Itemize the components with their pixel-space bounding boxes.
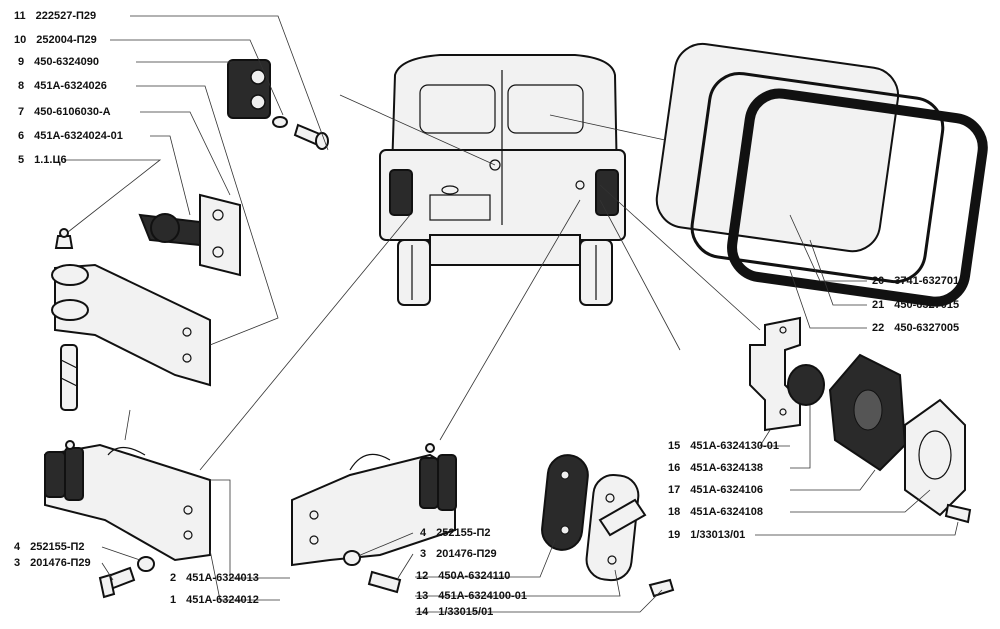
leader-lines	[64, 15, 959, 613]
hinge-lower-left	[44, 440, 211, 599]
vehicle-rear-view	[379, 54, 626, 306]
bump-stop-part	[227, 59, 329, 150]
hinge-pin-part	[60, 344, 78, 411]
hinge-plate-upper	[51, 263, 211, 387]
upper-hinge-bracket	[138, 193, 241, 277]
stop-buffer-parts	[749, 316, 972, 524]
hinge-lower-middle	[291, 443, 457, 594]
grease-nipple-part	[54, 228, 74, 249]
window-glass-assembly	[655, 42, 988, 307]
lock-striker-parts	[541, 454, 675, 598]
